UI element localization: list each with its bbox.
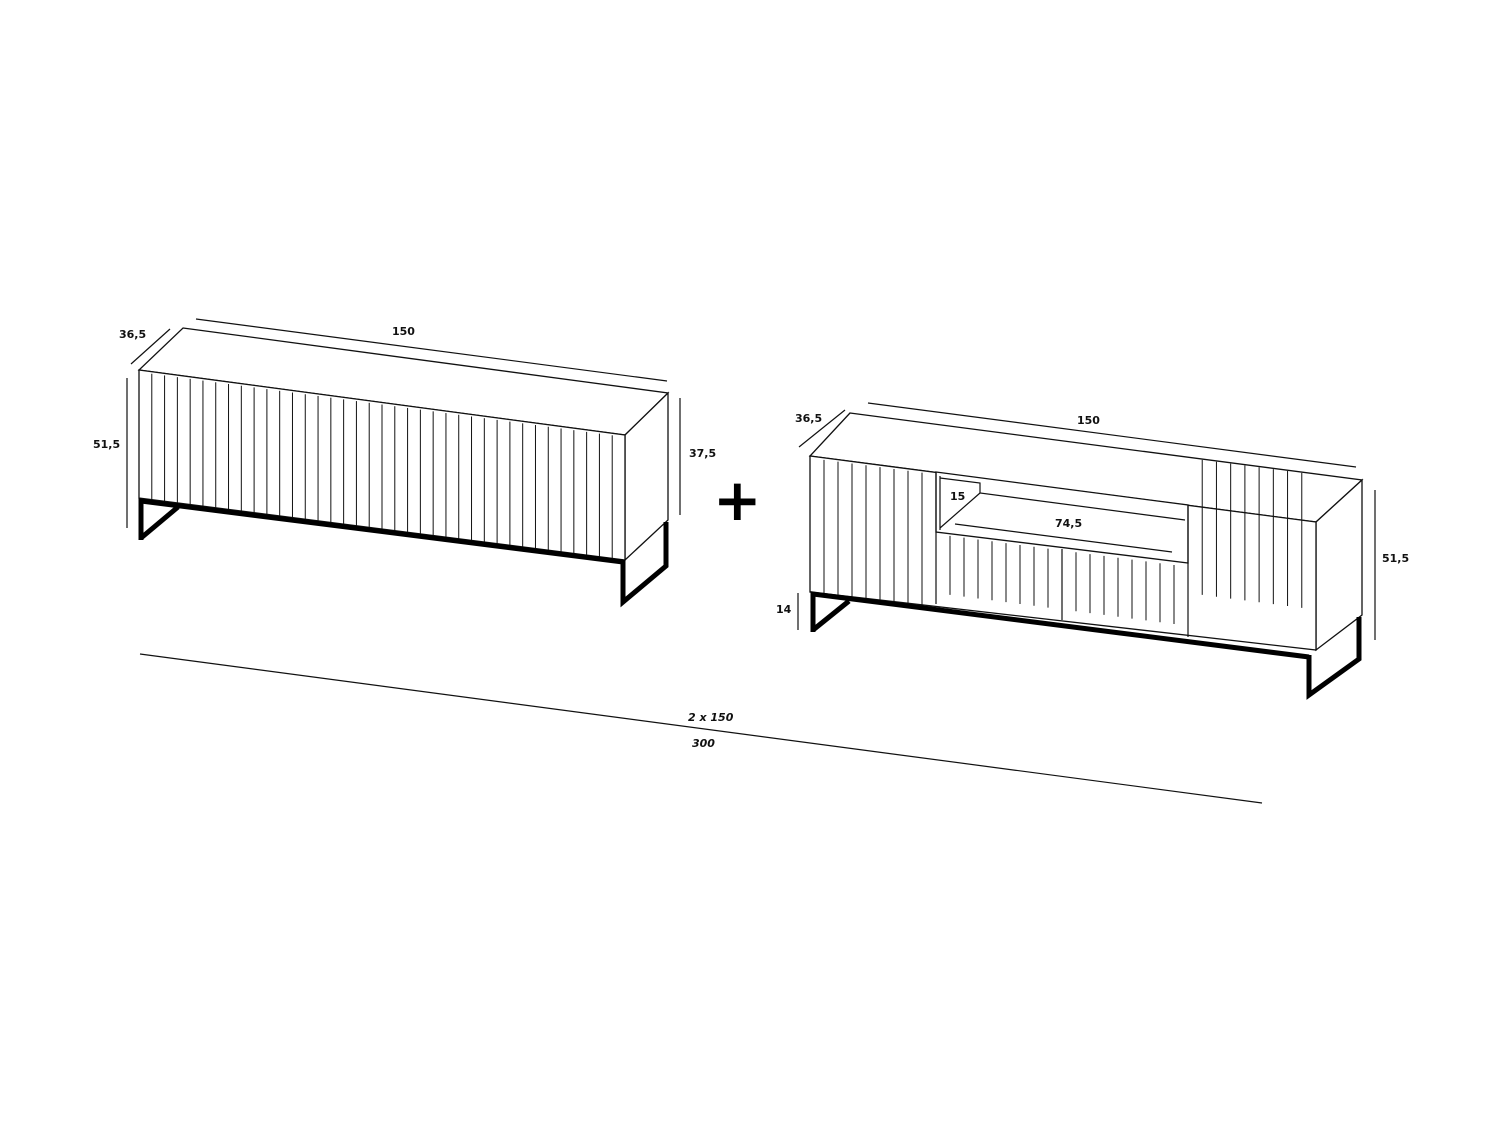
niche-back	[939, 477, 1186, 521]
left-base-frame	[138, 498, 624, 565]
total-width-label-bottom: 300	[692, 737, 715, 750]
right-depth-line	[798, 409, 846, 448]
right-base-frame	[810, 591, 1310, 660]
total-width-line	[139, 653, 1263, 804]
right-width-label: 150	[1077, 414, 1100, 427]
left-leg-front	[139, 505, 180, 540]
left-height-label: 51,5	[93, 438, 120, 451]
niche-width-line	[954, 523, 1173, 553]
plus-sign: +	[713, 466, 762, 534]
left-leg-right	[620, 522, 669, 608]
left-cabinet-height-label: 37,5	[689, 447, 716, 460]
niche-width-label: 74,5	[1055, 517, 1082, 530]
left-cabinet-slats	[151, 373, 613, 563]
niche-floor-edge	[939, 492, 981, 529]
niche-height-label: 15	[950, 490, 965, 503]
left-width-label: 150	[392, 325, 415, 338]
right-width-line	[867, 402, 1357, 468]
right-tv-cabinet	[808, 412, 1364, 700]
leg-height-label: 14	[776, 603, 792, 616]
right-cabinet-slats	[823, 459, 1303, 625]
left-width-line	[195, 318, 668, 382]
right-depth-label: 36,5	[795, 412, 822, 425]
right-leg-right	[1306, 617, 1362, 700]
left-depth-label: 36,5	[119, 328, 146, 341]
right-height-label: 51,5	[1382, 552, 1409, 565]
total-width-label-top: 2 x 150	[688, 711, 734, 724]
left-tv-cabinet	[137, 327, 670, 608]
left-depth-line	[130, 328, 171, 365]
right-leg-front	[811, 599, 851, 632]
